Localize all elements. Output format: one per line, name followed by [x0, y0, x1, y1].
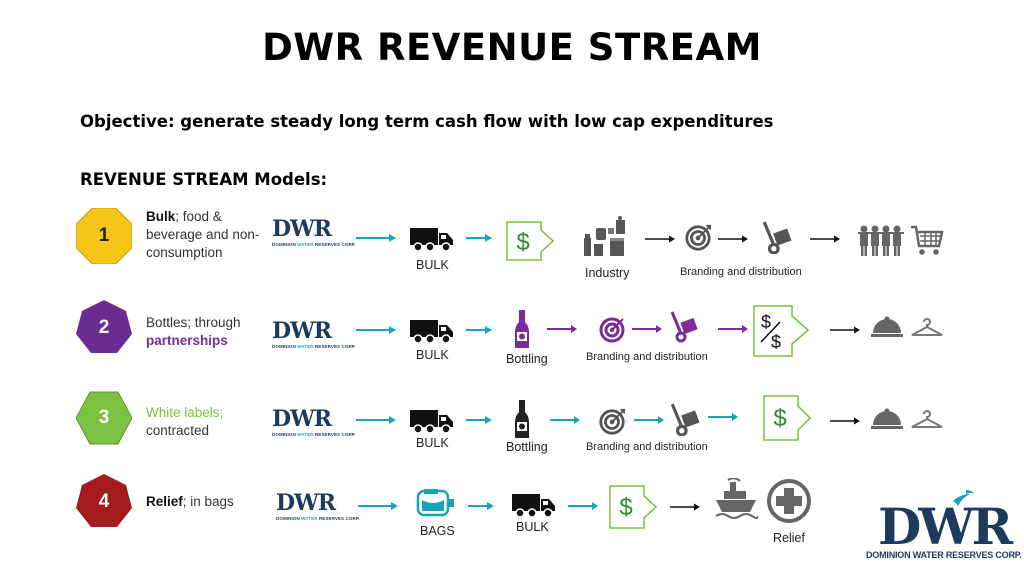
target-icon [684, 224, 712, 252]
model-badge-1: 1 [76, 208, 132, 264]
model-number: 1 [98, 225, 110, 246]
model-description: Bulk; food & beverage and non-consumptio… [146, 209, 260, 260]
svg-text:$: $ [773, 405, 786, 432]
model-number: 3 [98, 407, 110, 428]
medical-cross-icon [767, 479, 811, 523]
arrow-icon [718, 235, 748, 243]
arrow-icon [830, 326, 860, 334]
hand-truck-icon [670, 311, 698, 343]
page-title: DWR REVENUE STREAM [262, 26, 762, 69]
cloche-icon [870, 408, 904, 430]
dwr-logo-small: DWR DOMINION WATER RESERVES CORP. [272, 406, 356, 437]
industry-label: Industry [585, 266, 630, 280]
hanger-icon [910, 408, 944, 430]
truck-icon [512, 492, 556, 518]
objective-text: : generate steady long term cash flow wi… [167, 112, 774, 131]
people-icon [858, 225, 904, 256]
arrow-icon [645, 235, 675, 243]
dollar-box-icon: $ [506, 221, 555, 261]
arrow-icon [356, 326, 396, 334]
model-badge-2: 2 [76, 300, 132, 356]
bottle-icon [515, 310, 529, 348]
arrow-icon [810, 235, 840, 243]
model-description: Relief; in bags [146, 494, 234, 509]
cloche-icon [870, 316, 904, 338]
revenue-model-row-4: 4 Relief; in bags DWR DOMINION WATER RES… [0, 474, 1024, 554]
arrow-icon [670, 503, 700, 511]
arrow-icon [466, 326, 492, 334]
arrow-icon [466, 416, 492, 424]
model-badge-3: 3 [76, 390, 132, 446]
hand-truck-icon [668, 402, 702, 436]
dwr-logo-small: DWR DOMINION WATER RESERVES CORP. [272, 216, 356, 247]
arrow-icon [356, 416, 396, 424]
shopping-cart-icon [911, 225, 944, 255]
model-badge-4: 4 [76, 474, 132, 530]
svg-text:$: $ [761, 312, 771, 332]
arrow-icon [632, 325, 662, 333]
dollar-split-icon: $ $ [753, 305, 810, 357]
bulk-label: BULK [516, 520, 549, 534]
svg-text:$: $ [516, 229, 529, 256]
revenue-model-row-1: 1 Bulk; food & beverage and non-consumpt… [0, 208, 1024, 288]
svg-text:DWR: DWR [878, 497, 1014, 550]
arrow-icon [356, 234, 396, 242]
logo-mark-icon: DWR [878, 490, 1017, 550]
ship-icon [715, 478, 758, 519]
dwr-logo-small: DWR DOMINION WATER RESERVES CORP. [276, 490, 360, 521]
hand-truck-icon [760, 220, 794, 254]
arrow-icon [550, 416, 580, 424]
model-description: White labels;contracted [146, 405, 224, 438]
arrow-icon [718, 325, 748, 333]
svg-text:$: $ [619, 494, 632, 521]
bottle-icon [515, 400, 529, 438]
target-icon [599, 317, 625, 343]
bulk-label: BULK [416, 436, 449, 450]
arrow-icon [634, 416, 664, 424]
bulk-label: BULK [416, 258, 449, 272]
arrow-icon [708, 413, 738, 421]
arrow-icon [830, 417, 860, 425]
truck-icon [410, 318, 454, 344]
arrow-icon [468, 502, 494, 510]
industry-icon [584, 216, 625, 256]
dwr-logo-small: DWR DOMINION WATER RESERVES CORP. [272, 318, 356, 349]
relief-label: Relief [773, 531, 805, 545]
bottling-label: Bottling [506, 352, 548, 366]
bulk-label: BULK [416, 348, 449, 362]
branding-label: Branding and distribution [680, 266, 802, 278]
arrow-icon [547, 325, 577, 333]
arrow-icon [568, 502, 598, 510]
logo-subtitle: DOMINION WATER RESERVES CORP. [866, 550, 1022, 560]
objective-line: Objective: generate steady long term cas… [80, 112, 773, 131]
target-icon [598, 408, 626, 436]
branding-label: Branding and distribution [586, 441, 708, 453]
bottling-label: Bottling [506, 440, 548, 454]
bags-label: BAGS [420, 524, 455, 538]
truck-icon [410, 226, 454, 252]
arrow-icon [466, 234, 492, 242]
dollar-box-icon: $ [609, 485, 658, 529]
truck-icon [410, 408, 454, 434]
branding-label: Branding and distribution [586, 351, 708, 363]
revenue-model-row-3: 3 White labels;contracted DWR DOMINION W… [0, 390, 1024, 470]
objective-label: Objective [80, 112, 168, 131]
svg-text:$: $ [771, 332, 781, 352]
model-number: 4 [98, 491, 110, 512]
arrow-icon [358, 502, 398, 510]
model-number: 2 [98, 317, 110, 338]
models-heading: REVENUE STREAM Models: [80, 170, 328, 189]
hanger-icon [910, 316, 944, 338]
dollar-box-icon: $ [763, 395, 812, 441]
dwr-logo: DWR DOMINION WATER RESERVES CORP. [866, 488, 1022, 568]
bag-icon [416, 489, 454, 517]
